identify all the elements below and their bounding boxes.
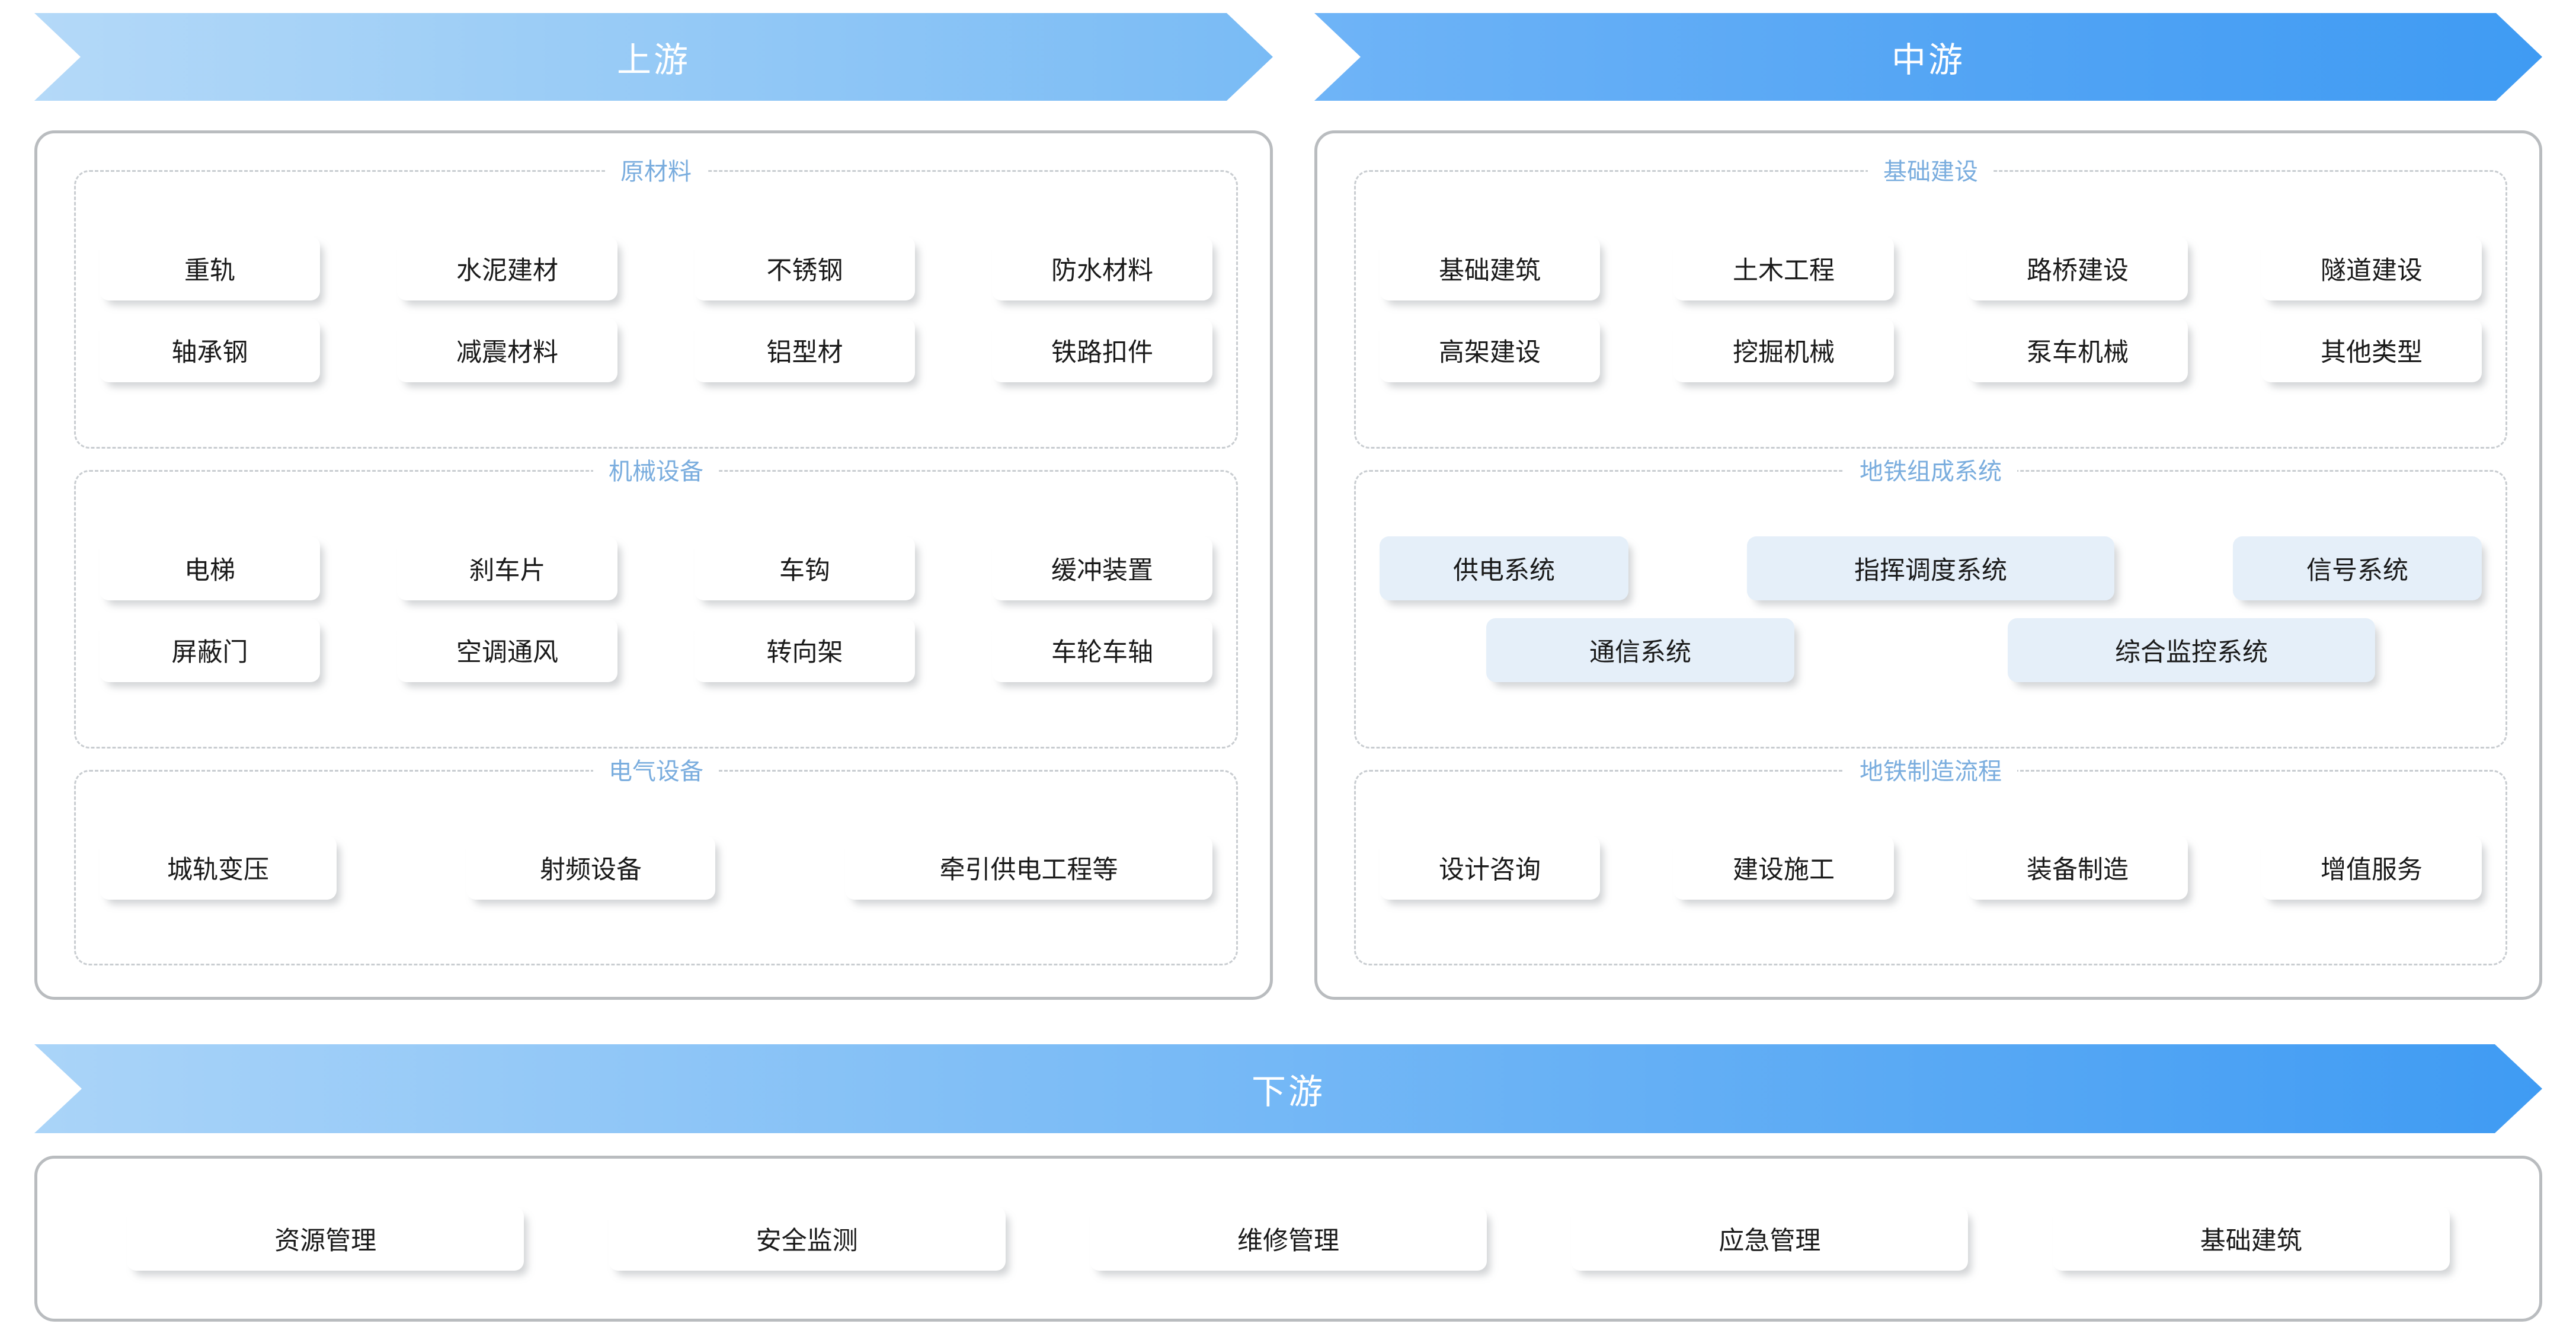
- item-row: 通信系统 综合监控系统: [1380, 618, 2482, 682]
- item-box[interactable]: 铁路扣件: [992, 318, 1212, 382]
- item-box[interactable]: 射频设备: [466, 836, 715, 900]
- section-body-metro-manufacturing-process: 设计咨询 建设施工 装备制造 增值服务: [1356, 772, 2505, 964]
- item-box[interactable]: 水泥建材: [397, 236, 617, 300]
- item-box[interactable]: 缓冲装置: [992, 536, 1212, 600]
- item-box[interactable]: 挖掘机械: [1673, 318, 1894, 382]
- item-box[interactable]: 减震材料: [397, 318, 617, 382]
- item-box[interactable]: 设计咨询: [1380, 836, 1600, 900]
- item-box[interactable]: 刹车片: [397, 536, 617, 600]
- item-row: 设计咨询 建设施工 装备制造 增值服务: [1380, 836, 2482, 900]
- item-box[interactable]: 车钩: [695, 536, 915, 600]
- banner-downstream: 下游: [34, 1044, 2542, 1133]
- item-row: 屏蔽门 空调通风 转向架 车轮车轴: [100, 618, 1212, 682]
- item-row: 轴承钢 减震材料 铝型材 铁路扣件: [100, 318, 1212, 382]
- section-body-raw-materials: 重轨 水泥建材 不锈钢 防水材料 轴承钢 减震材料 铝型材 铁路扣件: [76, 172, 1236, 447]
- item-box[interactable]: 指挥调度系统: [1747, 536, 2114, 600]
- item-box[interactable]: 空调通风: [397, 618, 617, 682]
- item-box[interactable]: 安全监测: [608, 1207, 1006, 1271]
- section-title-metro-composition-systems: 地铁组成系统: [1844, 452, 2017, 487]
- section-body-infrastructure-construction: 基础建筑 土木工程 路桥建设 隧道建设 高架建设 挖掘机械 泵车机械 其他类型: [1356, 172, 2505, 447]
- panel-midstream: 基础建设 基础建筑 土木工程 路桥建设 隧道建设 高架建设 挖掘机械 泵车机械 …: [1314, 130, 2542, 1000]
- banner-upstream: 上游: [34, 13, 1273, 101]
- section-title-mechanical-equipment: 机械设备: [593, 452, 719, 487]
- banner-midstream: 中游: [1314, 13, 2542, 101]
- item-row: 高架建设 挖掘机械 泵车机械 其他类型: [1380, 318, 2482, 382]
- item-box[interactable]: 城轨变压: [100, 836, 337, 900]
- item-box[interactable]: 应急管理: [1571, 1207, 1969, 1271]
- section-raw-materials: 原材料 重轨 水泥建材 不锈钢 防水材料 轴承钢 减震材料 铝型材 铁路扣件: [74, 152, 1238, 449]
- section-title-metro-manufacturing-process: 地铁制造流程: [1844, 752, 2017, 786]
- item-box[interactable]: 土木工程: [1673, 236, 1894, 300]
- section-electrical-equipment: 电气设备 城轨变压 射频设备 牵引供电工程等: [74, 752, 1238, 965]
- item-box[interactable]: 通信系统: [1486, 618, 1794, 682]
- item-box[interactable]: 重轨: [100, 236, 320, 300]
- section-body-mechanical-equipment: 电梯 刹车片 车钩 缓冲装置 屏蔽门 空调通风 转向架 车轮车轴: [76, 472, 1236, 747]
- item-box[interactable]: 隧道建设: [2261, 236, 2482, 300]
- item-box[interactable]: 轴承钢: [100, 318, 320, 382]
- item-box[interactable]: 维修管理: [1089, 1207, 1487, 1271]
- section-mechanical-equipment: 机械设备 电梯 刹车片 车钩 缓冲装置 屏蔽门 空调通风 转向架 车轮车轴: [74, 452, 1238, 749]
- item-box[interactable]: 不锈钢: [695, 236, 915, 300]
- section-metro-manufacturing-process: 地铁制造流程 设计咨询 建设施工 装备制造 增值服务: [1354, 752, 2507, 965]
- item-box[interactable]: 车轮车轴: [992, 618, 1212, 682]
- section-body-downstream: 资源管理 安全监测 维修管理 应急管理 基础建筑: [37, 1159, 2539, 1319]
- banner-midstream-label: 中游: [1891, 41, 1965, 79]
- banner-downstream-label: 下游: [1251, 1073, 1325, 1111]
- item-box[interactable]: 电梯: [100, 536, 320, 600]
- item-box[interactable]: 屏蔽门: [100, 618, 320, 682]
- item-box[interactable]: 装备制造: [1967, 836, 2188, 900]
- item-box[interactable]: 牵引供电工程等: [845, 836, 1212, 900]
- section-title-electrical-equipment: 电气设备: [593, 752, 719, 786]
- item-box[interactable]: 综合监控系统: [2008, 618, 2375, 682]
- item-box[interactable]: 转向架: [695, 618, 915, 682]
- item-box[interactable]: 建设施工: [1673, 836, 1894, 900]
- item-box[interactable]: 防水材料: [992, 236, 1212, 300]
- item-row: 电梯 刹车片 车钩 缓冲装置: [100, 536, 1212, 600]
- item-box[interactable]: 其他类型: [2261, 318, 2482, 382]
- item-row: 基础建筑 土木工程 路桥建设 隧道建设: [1380, 236, 2482, 300]
- banner-upstream-label: 上游: [616, 41, 690, 79]
- item-box[interactable]: 泵车机械: [1967, 318, 2188, 382]
- item-box[interactable]: 资源管理: [127, 1207, 524, 1271]
- item-box[interactable]: 路桥建设: [1967, 236, 2188, 300]
- section-metro-composition-systems: 地铁组成系统 供电系统 指挥调度系统 信号系统 通信系统 综合监控系统: [1354, 452, 2507, 749]
- item-box[interactable]: 基础建筑: [1380, 236, 1600, 300]
- item-box[interactable]: 基础建筑: [2052, 1207, 2450, 1271]
- item-box[interactable]: 增值服务: [2261, 836, 2482, 900]
- section-body-electrical-equipment: 城轨变压 射频设备 牵引供电工程等: [76, 772, 1236, 964]
- item-box[interactable]: 高架建设: [1380, 318, 1600, 382]
- item-row: 供电系统 指挥调度系统 信号系统: [1380, 536, 2482, 600]
- section-title-infrastructure-construction: 基础建设: [1868, 152, 1993, 187]
- section-body-metro-composition-systems: 供电系统 指挥调度系统 信号系统 通信系统 综合监控系统: [1356, 472, 2505, 747]
- panel-upstream: 原材料 重轨 水泥建材 不锈钢 防水材料 轴承钢 减震材料 铝型材 铁路扣件 机…: [34, 130, 1273, 1000]
- item-row: 重轨 水泥建材 不锈钢 防水材料: [100, 236, 1212, 300]
- item-row: 城轨变压 射频设备 牵引供电工程等: [100, 836, 1212, 900]
- item-box[interactable]: 供电系统: [1380, 536, 1628, 600]
- item-box[interactable]: 信号系统: [2233, 536, 2482, 600]
- section-infrastructure-construction: 基础建设 基础建筑 土木工程 路桥建设 隧道建设 高架建设 挖掘机械 泵车机械 …: [1354, 152, 2507, 449]
- panel-downstream: 资源管理 安全监测 维修管理 应急管理 基础建筑: [34, 1156, 2542, 1322]
- item-box[interactable]: 铝型材: [695, 318, 915, 382]
- section-title-raw-materials: 原材料: [605, 152, 707, 187]
